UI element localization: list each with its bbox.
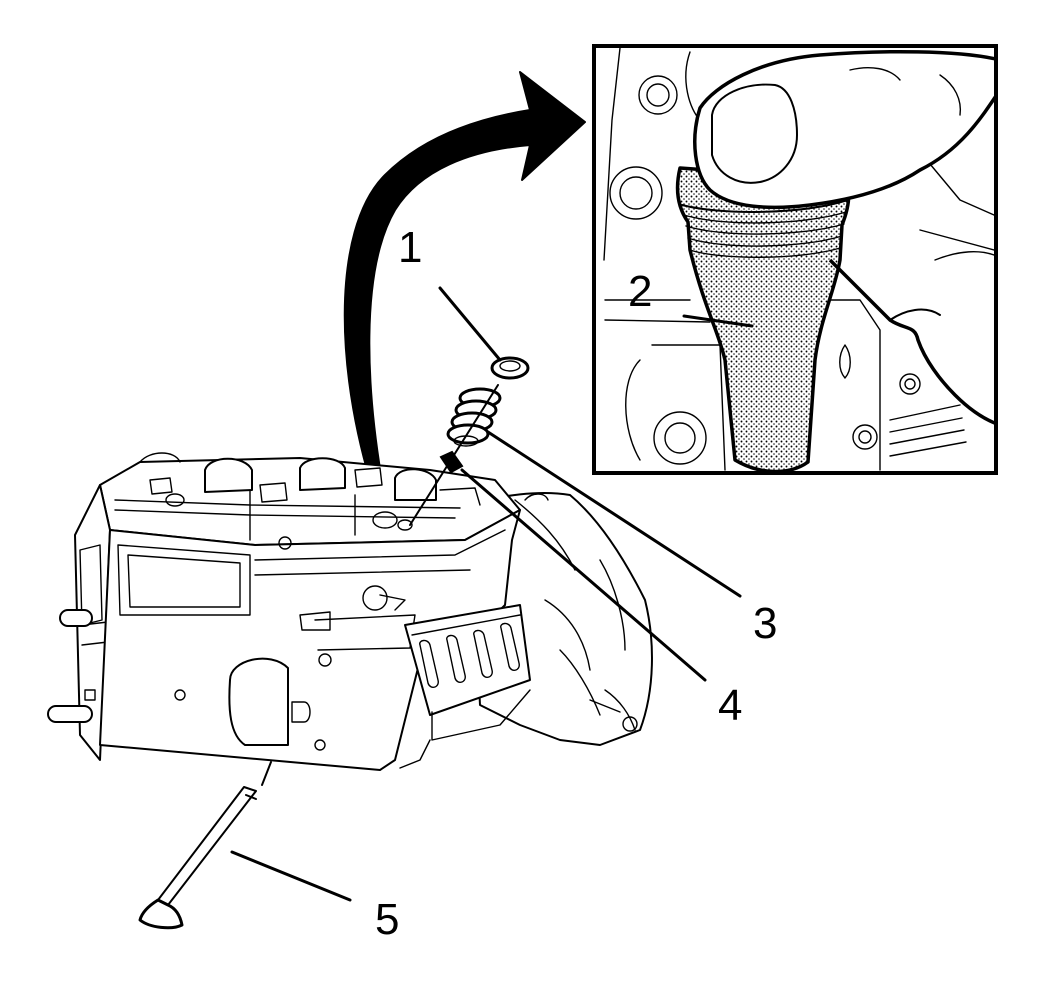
valve-stem-seal (439, 450, 464, 474)
cylinder-head (47, 452, 653, 771)
valve-spring-cap (490, 356, 530, 380)
curved-arrow (343, 71, 586, 506)
leader-1 (438, 286, 502, 362)
leader-lines (230, 286, 742, 902)
hand-palm (828, 258, 994, 425)
valve-spring (446, 387, 502, 447)
port-openings (399, 604, 531, 769)
callout-2: 2 (628, 267, 652, 316)
callout-5: 5 (375, 895, 399, 944)
valve-stem-seal-installer-tool (675, 166, 851, 471)
leader-4 (460, 468, 707, 682)
leader-3 (486, 430, 742, 598)
leader-2 (682, 314, 754, 328)
callout-3: 3 (753, 599, 777, 648)
valve (138, 761, 272, 930)
callout-4: 4 (718, 681, 742, 730)
finger (693, 49, 994, 210)
inset-background-head (603, 48, 994, 471)
alignment-line (409, 384, 499, 526)
detail-inset: 2 (592, 44, 998, 475)
callout-1: 1 (398, 223, 422, 272)
leader-5 (230, 850, 352, 902)
